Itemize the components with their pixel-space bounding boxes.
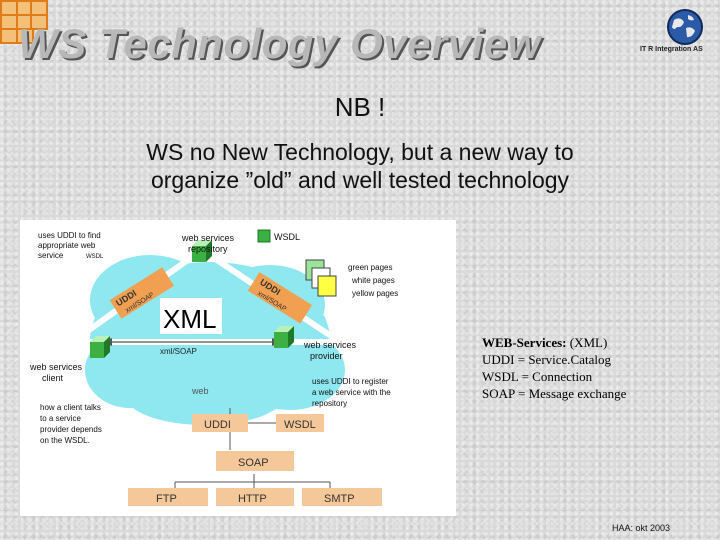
label-box-smtp: SMTP [324,493,355,505]
label-yellow-pages: yellow pages [352,289,398,298]
label-web: web [191,386,209,396]
xml-box [160,298,222,334]
label-box-http: HTTP [238,493,267,505]
diagram-svg: UDDI xml/SOAP UDDI xml/SOAP XML xml/SOAP… [29,229,398,506]
directory-pages-icon [305,259,337,297]
logo-grid-icon [0,0,48,44]
label-wsdl-top: WSDL [274,232,300,242]
client-cube [90,336,110,358]
label-xml-soap-bottom: xml/SOAP [160,347,197,356]
box-ftp [128,488,208,506]
box-soap [216,451,294,471]
box-smtp [302,488,382,506]
footer-date: HAA: okt 2003 [612,523,671,533]
ws-line-1-rest: (XML) [566,335,608,350]
ws-line-4: SOAP = Message exchange [482,386,627,401]
label-white-pages: white pages [351,276,395,285]
label-wsdl-small: WSDL [86,254,104,260]
ws-line-1: WEB-Services: (XML) [482,334,626,351]
wsdl-square [257,229,271,243]
label-box-wsdl: WSDL [284,419,316,431]
box-uddi [192,414,248,432]
label-green-pages: green pages [348,263,392,272]
subtitle-line-1: WS no New Technology, but a new way to [146,139,574,165]
subtitle-line-2: organize ”old” and well tested technolog… [150,167,570,193]
globe-icon [667,9,703,45]
label-box-ftp: FTP [156,493,177,505]
label-xml: XML [163,304,216,334]
ws-architecture-diagram: UDDI xml/SOAP UDDI xml/SOAP XML xml/SOAP… [20,220,456,516]
subtitle: WS no New Technology, but a new way to o… [40,138,680,194]
ws-line-2: UDDI = Service.Catalog [482,352,611,367]
box-wsdl [276,414,324,432]
label-box-uddi: UDDI [204,419,231,431]
slide-title: WS Technology Overview [18,20,541,67]
nb-heading: NB ! [334,92,386,122]
provider-cube [274,326,294,348]
ws-definition-list: WEB-Services: (XML) UDDI = Service.Catal… [482,334,626,402]
repository-cube [192,240,212,262]
brand-text: IT R Integration AS [640,46,703,53]
ws-line-1-bold: WEB-Services: [482,335,567,350]
box-http [216,488,294,506]
label-box-soap: SOAP [238,457,269,469]
ws-line-3: WSDL = Connection [482,369,593,384]
